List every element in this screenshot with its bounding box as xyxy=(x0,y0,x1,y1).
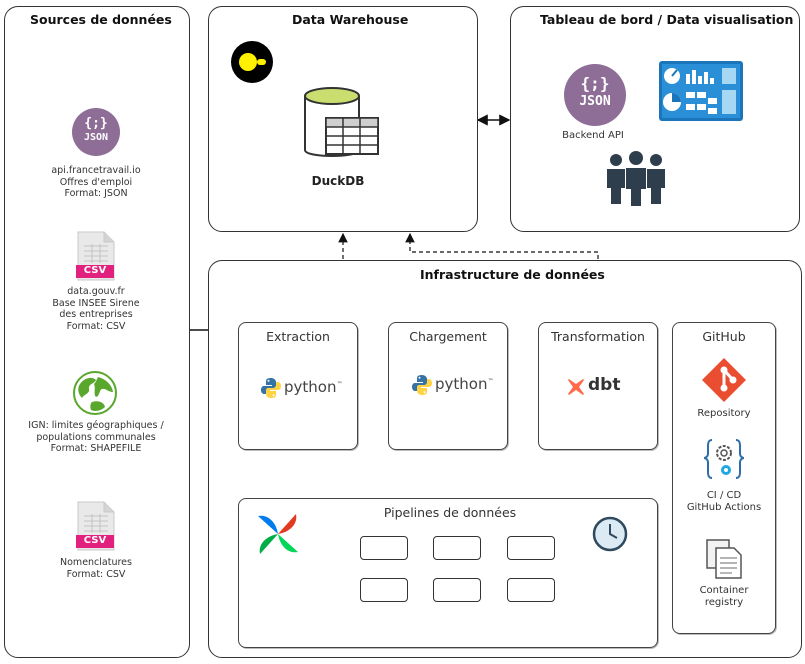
pipeline-task xyxy=(360,578,408,602)
pipeline-task xyxy=(507,536,555,560)
pipeline-task xyxy=(433,578,481,602)
dbt-wordmark: dbt xyxy=(588,375,621,395)
dbt-logo-icon xyxy=(568,379,584,395)
cicd-label: CI / CD GitHub Actions xyxy=(686,490,762,513)
csv-badge-text: CSV xyxy=(83,535,107,546)
transformation-title: Transformation xyxy=(551,329,645,344)
extraction-box xyxy=(238,322,358,450)
backend-api-json-icon: {;} JSON xyxy=(564,64,626,126)
python-wordmark: python™ xyxy=(284,378,343,396)
source-sirene-label: data.gouv.fr Base INSEE Sirene des entre… xyxy=(52,286,140,332)
csv-badge-text: CSV xyxy=(83,265,107,276)
sources-title: Sources de données xyxy=(30,12,172,27)
python-logo-icon xyxy=(261,378,281,398)
source-json-label: api.francetravail.io Offres d'emploi For… xyxy=(51,165,141,199)
gear-icon xyxy=(703,439,745,479)
duckdb-logo-icon xyxy=(231,41,273,83)
python-logo-icon xyxy=(412,375,432,395)
source-nomenclatures-label: Nomenclatures Format: CSV xyxy=(60,557,132,580)
git-icon xyxy=(702,358,746,402)
airflow-logo-icon xyxy=(258,514,298,554)
extraction-title: Extraction xyxy=(266,329,330,344)
clock-icon xyxy=(592,516,628,552)
pipeline-task xyxy=(360,536,408,560)
csv-file-icon xyxy=(76,231,115,281)
json-icon: {;} JSON xyxy=(72,108,120,156)
github-title: GitHub xyxy=(702,329,746,344)
pipelines-title: Pipelines de données xyxy=(383,505,517,520)
chargement-title: Chargement xyxy=(409,329,487,344)
duckdb-label: DuckDB xyxy=(311,174,365,188)
document-icon xyxy=(706,539,742,579)
dashboard-visual-icon xyxy=(659,61,743,121)
csv-file-icon xyxy=(76,501,115,551)
chargement-box xyxy=(388,322,508,450)
repository-label: Repository xyxy=(697,408,751,419)
transformation-box xyxy=(538,322,658,450)
dashboard-title: Tableau de bord / Data visualisation xyxy=(540,12,794,27)
infrastructure-title: Infrastructure de données xyxy=(420,267,605,282)
database-icon xyxy=(304,87,379,157)
users-icon xyxy=(607,151,665,206)
warehouse-title: Data Warehouse xyxy=(292,12,409,27)
python-wordmark: python™ xyxy=(435,375,494,393)
pipelines-box xyxy=(238,498,658,648)
backend-api-label: Backend API xyxy=(562,130,624,141)
source-ign-label: IGN: limites géographiques / populations… xyxy=(28,420,164,454)
globe-icon xyxy=(73,371,117,415)
pipeline-task xyxy=(507,578,555,602)
pipeline-task xyxy=(433,536,481,560)
container-registry-label: Container registry xyxy=(699,585,749,608)
